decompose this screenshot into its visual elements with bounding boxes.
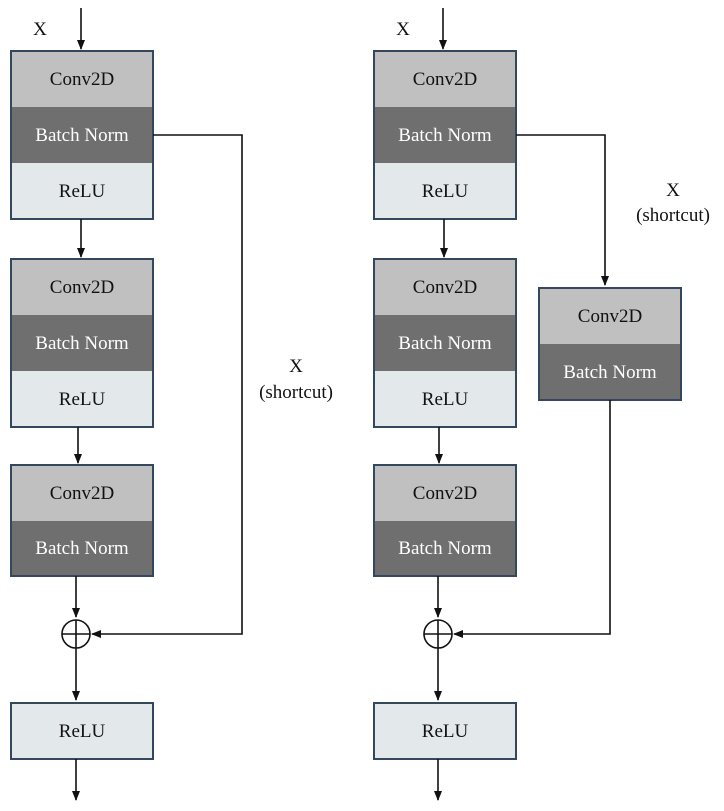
batch-norm-label: Batch Norm: [35, 538, 129, 559]
stage-border: [10, 258, 154, 428]
stage-3: Conv2D Batch Norm: [10, 464, 154, 577]
batch-norm-label: Batch Norm: [35, 333, 129, 354]
output-relu: ReLU: [373, 702, 517, 760]
stage-3: Conv2D Batch Norm: [373, 464, 517, 577]
shortcut-desc-label: (shortcut): [259, 382, 333, 403]
relu-label: ReLU: [59, 389, 106, 410]
conv2d-layer: [11, 465, 153, 521]
stage-border: [373, 258, 517, 428]
batch-norm-label: Batch Norm: [35, 125, 129, 146]
batch-norm-layer: [374, 315, 516, 371]
shortcut-connection-in: [516, 134, 609, 286]
stage-1: Conv2D Batch Norm ReLU: [373, 50, 517, 220]
input-x-label: X: [33, 19, 47, 40]
projection-block: X Conv2D Batch Norm ReLU Conv2D Batch No…: [373, 8, 710, 801]
relu-layer: [374, 703, 516, 759]
conv2d-layer: [374, 259, 516, 315]
conv2d-layer: [11, 259, 153, 315]
conv2d-label: Conv2D: [50, 69, 114, 90]
output-relu: ReLU: [10, 702, 154, 760]
stage-2: Conv2D Batch Norm ReLU: [10, 258, 154, 428]
relu-label: ReLU: [422, 721, 469, 742]
conv2d-label: Conv2D: [413, 483, 477, 504]
conv2d-layer: [539, 288, 681, 344]
conv2d-layer: [374, 51, 516, 107]
relu-layer: [11, 163, 153, 219]
conv2d-label: Conv2D: [413, 277, 477, 298]
batch-norm-layer: [11, 521, 153, 576]
conv2d-layer: [11, 51, 153, 107]
relu-layer: [11, 371, 153, 427]
identity-block: X Conv2D Batch Norm ReLU Conv2D Batch No…: [10, 8, 333, 801]
addition-node: [61, 619, 91, 649]
input-x-label: X: [396, 19, 410, 40]
shortcut-x-label: X: [289, 356, 303, 377]
stage-border: [10, 702, 154, 760]
stage-border: [10, 464, 154, 577]
shortcut-desc-label: (shortcut): [636, 205, 710, 226]
stage-border: [373, 464, 517, 577]
stage-1: Conv2D Batch Norm ReLU: [10, 50, 154, 220]
shortcut-connection: [91, 134, 243, 638]
conv2d-label: Conv2D: [578, 306, 642, 327]
stage-2: Conv2D Batch Norm ReLU: [373, 258, 517, 428]
shortcut-projection: Conv2D Batch Norm: [538, 287, 682, 401]
addition-node: [423, 619, 453, 649]
batch-norm-layer: [539, 344, 681, 400]
shortcut-connection-out: [453, 400, 611, 638]
batch-norm-layer: [374, 107, 516, 163]
shortcut-x-label: X: [666, 180, 680, 201]
batch-norm-layer: [11, 315, 153, 371]
stage-border: [373, 702, 517, 760]
batch-norm-label: Batch Norm: [563, 362, 657, 383]
relu-layer: [11, 703, 153, 759]
relu-label: ReLU: [422, 181, 469, 202]
conv2d-label: Conv2D: [50, 483, 114, 504]
relu-label: ReLU: [59, 181, 106, 202]
conv2d-layer: [374, 465, 516, 521]
relu-layer: [374, 163, 516, 219]
conv2d-label: Conv2D: [50, 277, 114, 298]
relu-label: ReLU: [422, 389, 469, 410]
conv2d-label: Conv2D: [413, 69, 477, 90]
batch-norm-layer: [11, 107, 153, 163]
batch-norm-label: Batch Norm: [398, 538, 492, 559]
batch-norm-label: Batch Norm: [398, 125, 492, 146]
batch-norm-layer: [374, 521, 516, 576]
batch-norm-label: Batch Norm: [398, 333, 492, 354]
relu-label: ReLU: [59, 721, 106, 742]
relu-layer: [374, 371, 516, 427]
